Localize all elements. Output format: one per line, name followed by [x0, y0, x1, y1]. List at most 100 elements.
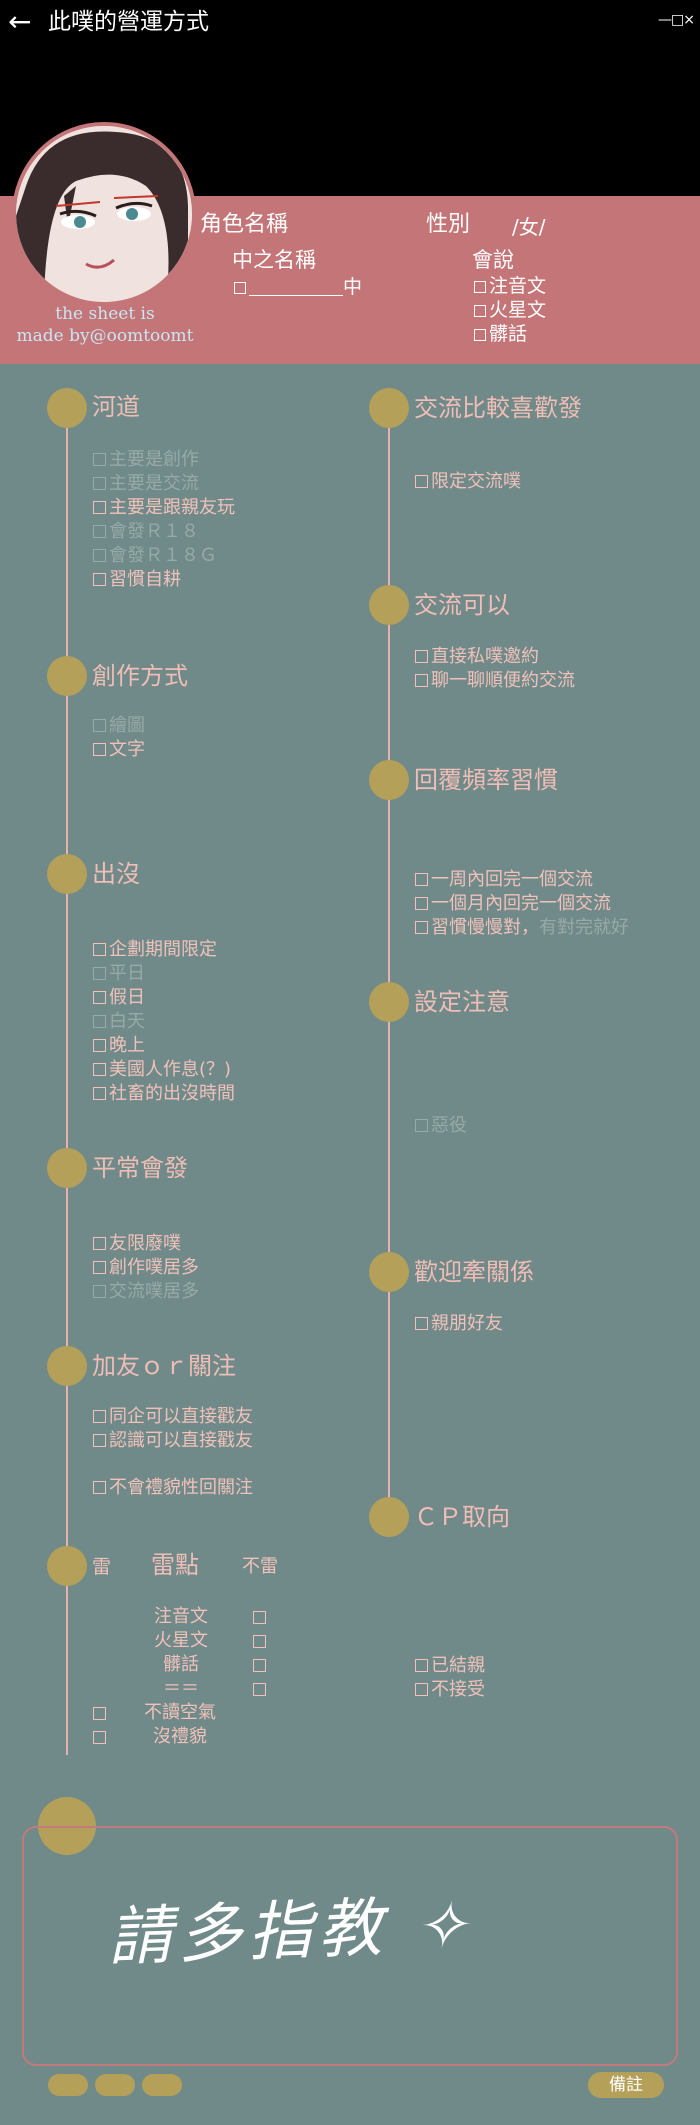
checklist-item[interactable]: 惡役 [415, 1114, 467, 1138]
checkbox[interactable] [93, 549, 106, 562]
checklist-item[interactable]: 聊一聊順便約交流 [415, 669, 575, 693]
trigger-row-label: ＝＝ [163, 1678, 199, 1699]
inner-name-input-line[interactable] [249, 279, 343, 296]
checklist-label: 不會禮貌性回關注 [109, 1477, 253, 1498]
checklist-item[interactable]: 企劃期間限定 [93, 938, 217, 962]
window-controls[interactable]: —□× [658, 12, 695, 28]
checkbox[interactable] [253, 1683, 266, 1696]
checklist-item[interactable]: 習慣慢慢對，有對完就好 [415, 916, 629, 940]
checkbox[interactable] [415, 1659, 428, 1672]
checklist-item[interactable]: 同企可以直接戳友 [93, 1405, 253, 1429]
checkbox[interactable] [93, 1410, 106, 1423]
language-checkbox[interactable] [474, 328, 486, 341]
inner-name-field[interactable]: 中 [234, 275, 362, 299]
checklist-item[interactable]: 創作噗居多 [93, 1256, 199, 1280]
checkbox[interactable] [415, 1683, 428, 1696]
checkbox[interactable] [415, 921, 428, 934]
page-pill-2[interactable] [95, 2074, 135, 2096]
checklist-item[interactable]: 主要是交流 [93, 472, 199, 496]
language-label: 火星文 [489, 299, 547, 321]
checkbox[interactable] [93, 1087, 106, 1100]
page-pill-1[interactable] [48, 2074, 88, 2096]
checklist-item[interactable]: 文字 [93, 738, 145, 762]
checkbox[interactable] [93, 501, 106, 514]
checkbox[interactable] [93, 1261, 106, 1274]
checkbox[interactable] [93, 1015, 106, 1028]
checklist-item[interactable]: 習慣自耕 [93, 568, 181, 592]
checkbox[interactable] [415, 873, 428, 886]
checklist-item[interactable]: 白天 [93, 1010, 145, 1034]
checklist-item[interactable]: 不接受 [415, 1678, 485, 1702]
trigger-mine-checkbox[interactable] [93, 1726, 109, 1750]
checkbox[interactable] [415, 1119, 428, 1132]
checkbox[interactable] [93, 991, 106, 1004]
section-node [369, 982, 409, 1022]
trigger-not-mine-checkbox[interactable] [253, 1678, 269, 1702]
trigger-not-mine-checkbox[interactable] [253, 1630, 269, 1654]
checkbox[interactable] [93, 1434, 106, 1447]
checklist-item[interactable]: 直接私噗邀約 [415, 645, 539, 669]
checkbox[interactable] [93, 573, 106, 586]
checkbox[interactable] [415, 475, 428, 488]
language-option[interactable]: 注音文 [474, 274, 546, 298]
checkbox[interactable] [93, 719, 106, 732]
checklist-item[interactable]: 不會禮貌性回關注 [93, 1476, 253, 1500]
checklist-item[interactable]: 社畜的出沒時間 [93, 1082, 235, 1106]
section-node [47, 854, 87, 894]
checklist-item[interactable]: 會發Ｒ１８ [93, 520, 199, 544]
checkbox[interactable] [93, 1731, 106, 1744]
checklist-item[interactable]: 繪圖 [93, 714, 145, 738]
checkbox[interactable] [415, 897, 428, 910]
checklist-item[interactable]: 主要是跟親友玩 [93, 496, 235, 520]
inner-name-checkbox[interactable] [234, 281, 246, 294]
checkbox[interactable] [93, 943, 106, 956]
checklist-item[interactable]: 已結親 [415, 1654, 485, 1678]
checkbox[interactable] [93, 967, 106, 980]
checkbox[interactable] [415, 1317, 428, 1330]
speak-label: 會說 [472, 248, 514, 272]
gender-label: 性別 [426, 212, 471, 237]
checklist-item[interactable]: 友限廢噗 [93, 1232, 181, 1256]
checklist-item[interactable]: 平日 [93, 962, 145, 986]
language-option[interactable]: 髒話 [474, 322, 527, 346]
checklist-label: 平日 [109, 963, 145, 984]
checklist-item[interactable]: 一周內回完一個交流 [415, 868, 593, 892]
checklist-item[interactable]: 晚上 [93, 1034, 145, 1058]
trigger-mine-checkbox[interactable] [93, 1702, 109, 1726]
language-option[interactable]: 火星文 [474, 298, 546, 322]
checklist-item[interactable]: 一個月內回完一個交流 [415, 892, 611, 916]
checklist-item[interactable]: 會發Ｒ１８Ｇ [93, 544, 217, 568]
page-pill-3[interactable] [142, 2074, 182, 2096]
checklist-item[interactable]: 主要是創作 [93, 448, 199, 472]
section-title-triggers: 雷點 [151, 1551, 199, 1579]
checklist-item[interactable]: 親朋好友 [415, 1312, 503, 1336]
back-arrow-icon[interactable]: ← [8, 5, 32, 38]
language-checkbox[interactable] [474, 304, 486, 317]
note-button[interactable]: 備註 [588, 2072, 664, 2098]
checkbox[interactable] [415, 650, 428, 663]
checkbox[interactable] [93, 1481, 106, 1494]
checkbox[interactable] [93, 1285, 106, 1298]
trigger-not-mine-checkbox[interactable] [253, 1654, 269, 1678]
checkbox[interactable] [253, 1659, 266, 1672]
checkbox[interactable] [93, 1039, 106, 1052]
language-checkbox[interactable] [474, 280, 486, 293]
checkbox[interactable] [93, 1707, 106, 1720]
checkbox[interactable] [93, 1063, 106, 1076]
checkbox[interactable] [93, 743, 106, 756]
checklist-item[interactable]: 假日 [93, 986, 145, 1010]
checkbox[interactable] [93, 1237, 106, 1250]
checklist-item[interactable]: 限定交流噗 [415, 470, 521, 494]
checkbox[interactable] [93, 525, 106, 538]
page-title: 此噗的營運方式 [48, 9, 209, 35]
checklist-item[interactable]: 交流噗居多 [93, 1280, 199, 1304]
checkbox[interactable] [415, 674, 428, 687]
checklist-item[interactable]: 認識可以直接戳友 [93, 1429, 253, 1453]
section-title-presence: 出沒 [92, 860, 140, 888]
checklist-item[interactable]: 美國人作息(？) [93, 1058, 231, 1082]
trigger-not-mine-checkbox[interactable] [253, 1606, 269, 1630]
checkbox[interactable] [93, 477, 106, 490]
checkbox[interactable] [253, 1611, 266, 1624]
checkbox[interactable] [253, 1635, 266, 1648]
checkbox[interactable] [93, 453, 106, 466]
